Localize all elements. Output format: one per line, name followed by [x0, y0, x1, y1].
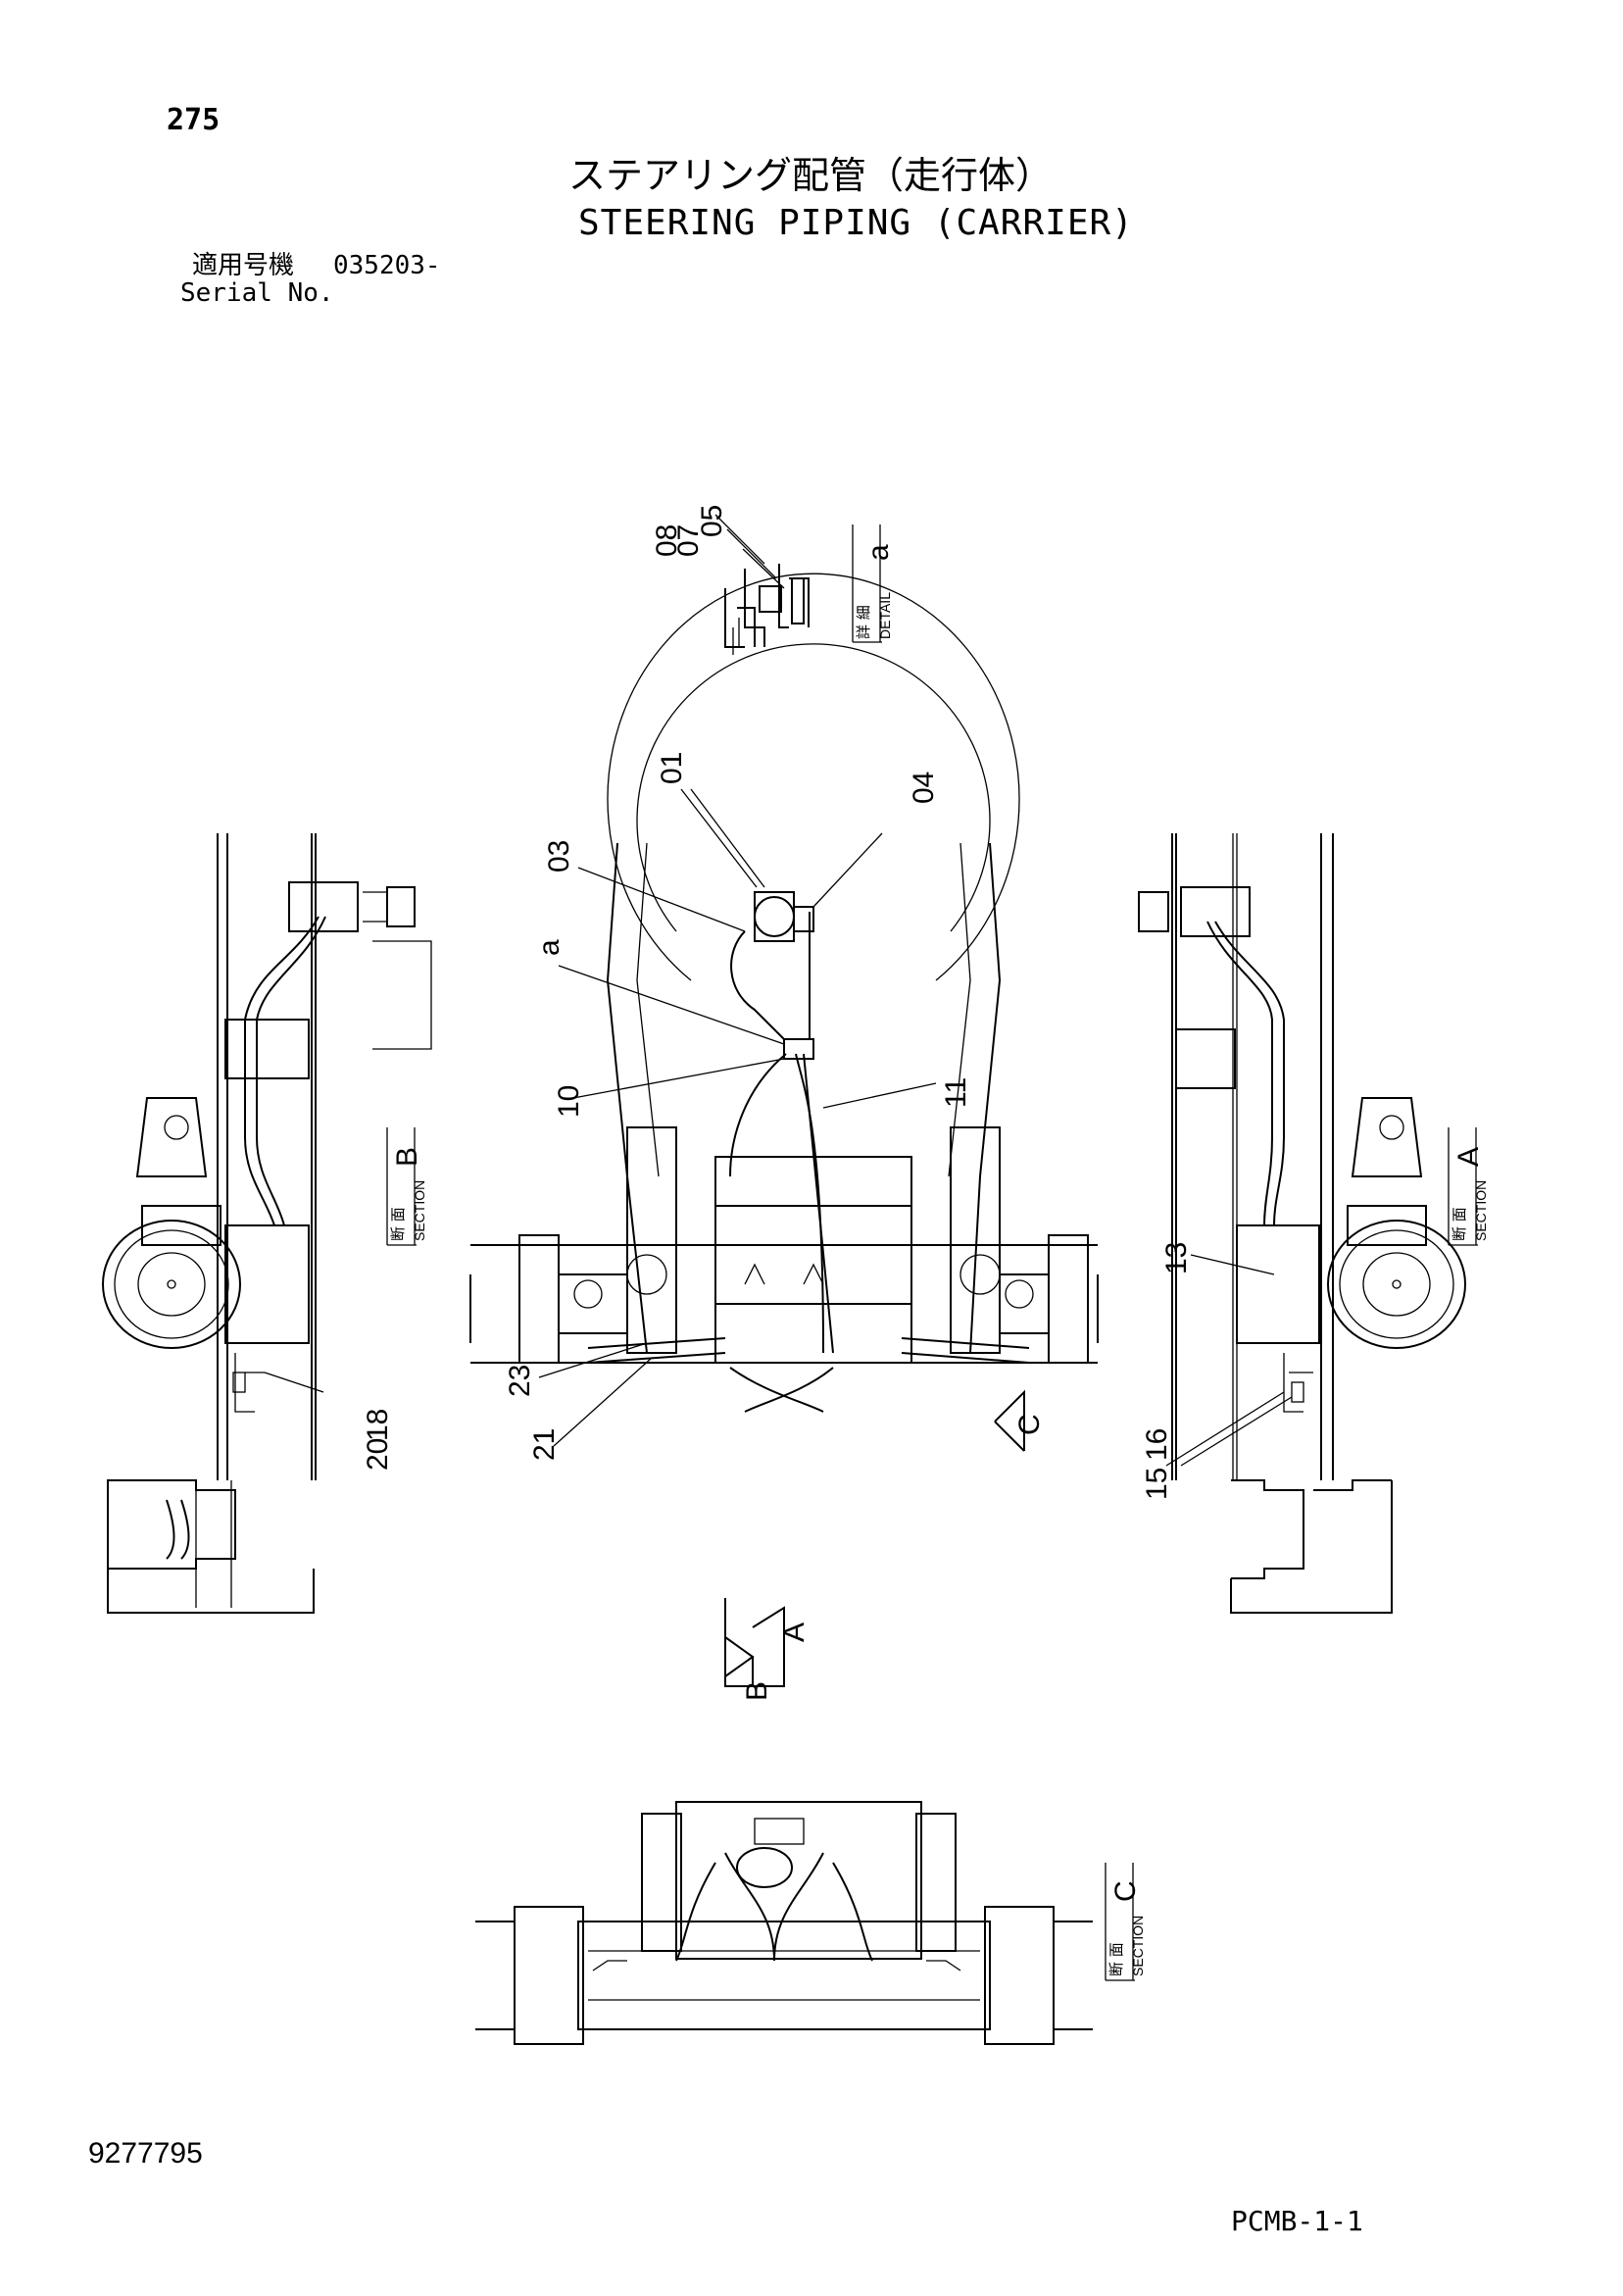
view-arrows-ab: A B [724, 1598, 811, 1701]
section-b-label-jp: 断 面 [389, 1207, 407, 1241]
section-a-letter: A [1452, 1147, 1485, 1167]
callout-01: 01 [656, 752, 688, 784]
callout-a: a [533, 939, 566, 956]
title-japanese: ステアリング配管（走行体） [568, 154, 1054, 197]
detail-label-en: DETAIL [877, 592, 893, 639]
callout-20: 20 [362, 1438, 394, 1471]
section-c-label-en: SECTION [1130, 1916, 1146, 1976]
detail-label-jp: 詳 細 [855, 605, 872, 639]
callout-03: 03 [543, 840, 575, 873]
callout-05: 05 [696, 505, 728, 537]
detail-letter: a [862, 544, 895, 561]
section-a-tag: A 断 面 SECTION [1448, 1127, 1489, 1246]
section-c-label-jp: 断 面 [1107, 1942, 1125, 1976]
callout-11: 11 [940, 1077, 972, 1108]
section-a-view: 13 15 16 A 断 面 SECTION [1138, 833, 1489, 1614]
callout-21: 21 [528, 1428, 561, 1461]
view-arrow-a-label: A [778, 1622, 811, 1642]
callout-23: 23 [504, 1365, 536, 1397]
section-b-label-en: SECTION [412, 1180, 427, 1241]
section-c-tag: C 断 面 SECTION [1105, 1863, 1146, 1981]
section-b-letter: B [391, 1147, 423, 1167]
callout-13: 13 [1160, 1242, 1193, 1274]
callout-04: 04 [908, 772, 940, 804]
serial-label-english: Serial No. [180, 278, 334, 308]
serial-number-value: 035203- [333, 251, 441, 280]
view-arrow-c [994, 1389, 1025, 1452]
title-english: STEERING PIPING (CARRIER) [578, 203, 1134, 243]
view-arrow-c-label: C [1013, 1414, 1046, 1435]
callout-10: 10 [553, 1085, 585, 1118]
view-arrow-b-label: B [741, 1681, 773, 1701]
callout-07: 07 [672, 524, 705, 557]
section-c-letter: C [1109, 1880, 1142, 1902]
callout-18: 18 [362, 1409, 394, 1441]
detail-a-view: 08 07 05 a 詳 細 DETAIL [651, 505, 895, 655]
section-c-view: C 断 面 SECTION [475, 1801, 1146, 2045]
main-top-view: 01 03 04 a 10 11 23 21 C [469, 573, 1099, 1461]
sheet-code: PCMB-1-1 [1231, 2205, 1363, 2237]
section-a-label-jp: 断 面 [1451, 1207, 1468, 1241]
document-number: 9277795 [88, 2137, 203, 2170]
section-b-view: 18 20 B 断 面 SECTION [102, 833, 432, 1614]
section-a-label-en: SECTION [1473, 1180, 1489, 1241]
callout-08: 08 [651, 524, 683, 557]
callout-16: 16 [1141, 1428, 1173, 1461]
page-number: 275 [167, 103, 221, 137]
callout-15: 15 [1141, 1468, 1173, 1500]
serial-label-japanese: 適用号機 [192, 251, 295, 280]
section-b-tag: B 断 面 SECTION [386, 1127, 427, 1246]
detail-a-tag: a 詳 細 DETAIL [852, 524, 895, 643]
